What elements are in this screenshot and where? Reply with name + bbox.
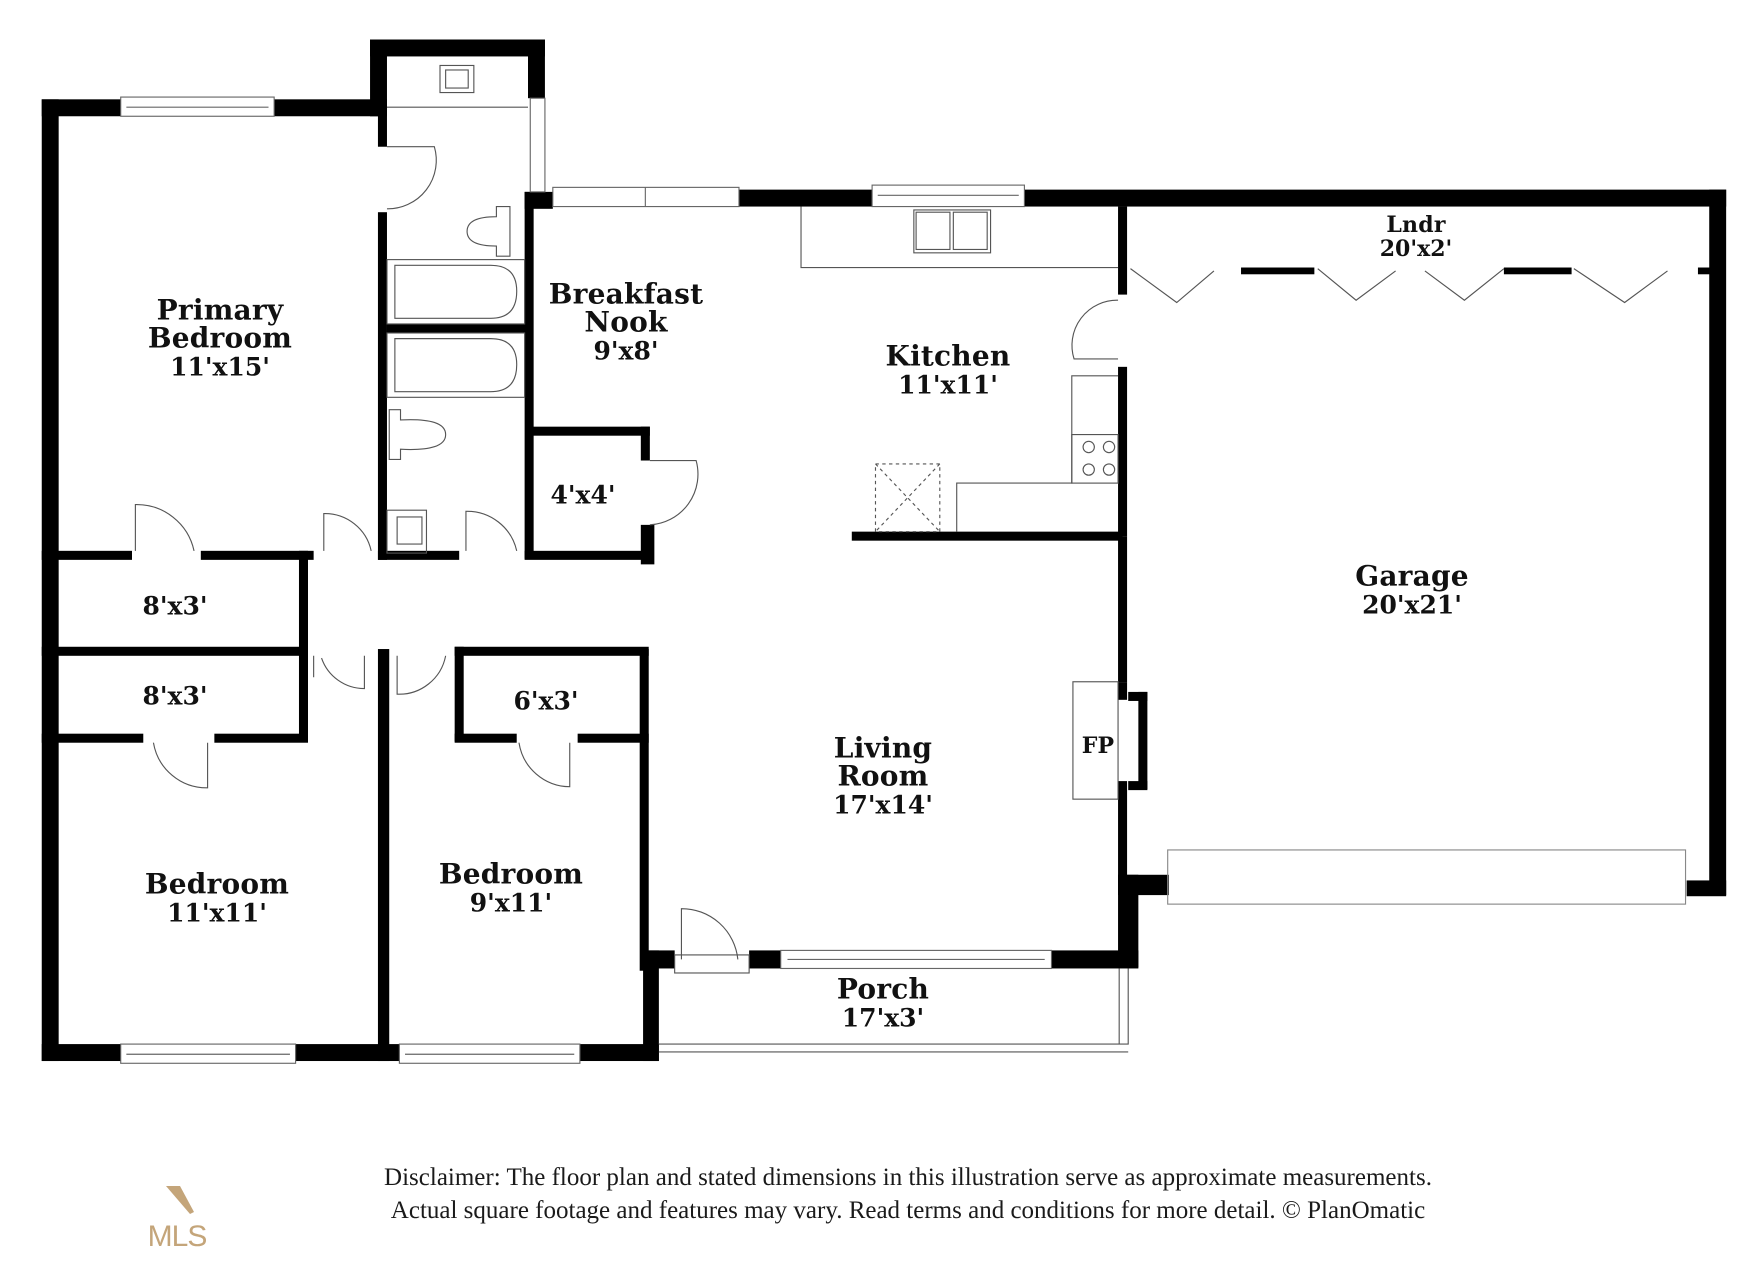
room-name: Bedroom	[438, 857, 584, 891]
room-dimensions: 8'x3'	[142, 591, 208, 621]
walls	[41, 39, 1727, 1062]
room-label-laundry: Lndr 20'x2'	[1380, 214, 1453, 260]
room-label-bedroom-2: Bedroom 9'x11'	[438, 857, 584, 918]
room-dimensions: 11'x11'	[167, 898, 267, 928]
room-name: Nook	[584, 305, 668, 339]
room-dimensions: 20'x21'	[1362, 590, 1462, 620]
room-label-garage: Garage 20'x21'	[1355, 559, 1469, 620]
room-name: Lndr	[1386, 212, 1446, 238]
room-dimensions: 9'x11'	[469, 888, 553, 918]
room-name: Bedroom	[144, 867, 290, 901]
room-dimensions: 17'x14'	[833, 790, 933, 820]
room-label-kitchen: Kitchen 11'x11'	[885, 339, 1011, 400]
room-name: Breakfast	[548, 277, 704, 311]
room-name: Primary	[156, 293, 284, 327]
fireplace-label: FP	[1082, 735, 1115, 757]
room-dimensions: 20'x2'	[1379, 236, 1453, 262]
room-dimensions: 9'x8'	[593, 336, 659, 366]
room-dimensions: 17'x3'	[841, 1003, 925, 1033]
room-dimensions: 4'x4'	[550, 480, 616, 510]
room-label-porch: Porch 17'x3'	[836, 972, 930, 1033]
disclaimer-line-1: Disclaimer: The floor plan and stated di…	[384, 1164, 1432, 1191]
mls-logo: MLS	[146, 1186, 208, 1252]
mls-logo-text: MLS	[147, 1220, 208, 1253]
room-label-pantry: 4'x4'	[550, 481, 615, 508]
room-label-closet-bedroom-2: 6'x3'	[513, 687, 578, 714]
doors	[134, 146, 1668, 974]
room-dimensions: 8'x3'	[142, 681, 208, 711]
room-dimensions: 6'x3'	[513, 686, 579, 716]
disclaimer: Disclaimer: The floor plan and stated di…	[384, 1161, 1432, 1227]
room-label-bedroom-1: Bedroom 11'x11'	[144, 867, 290, 928]
room-name: Bedroom	[147, 321, 293, 355]
room-name: Room	[837, 759, 929, 793]
windows	[120, 96, 1053, 1064]
room-name: Garage	[1355, 559, 1469, 593]
room-label-breakfast-nook: Breakfast Nook 9'x8'	[548, 277, 704, 366]
room-name: Kitchen	[885, 339, 1011, 373]
room-label-living-room: Living Room 17'x14'	[833, 731, 933, 820]
room-label-primary-bedroom: Primary Bedroom 11'x15'	[147, 293, 293, 382]
room-dimensions: 11'x11'	[898, 370, 998, 400]
fixtures	[386, 64, 1687, 1053]
room-dimensions: 11'x15'	[170, 352, 270, 382]
room-name: Porch	[836, 972, 930, 1006]
fireplace-name: FP	[1081, 733, 1115, 759]
disclaimer-line-2: Actual square footage and features may v…	[390, 1197, 1426, 1224]
room-label-closet-hall-2: 8'x3'	[142, 682, 207, 709]
mls-roof-mark-icon	[166, 1186, 194, 1214]
room-label-closet-hall-1: 8'x3'	[142, 592, 207, 619]
room-name: Living	[833, 731, 933, 765]
